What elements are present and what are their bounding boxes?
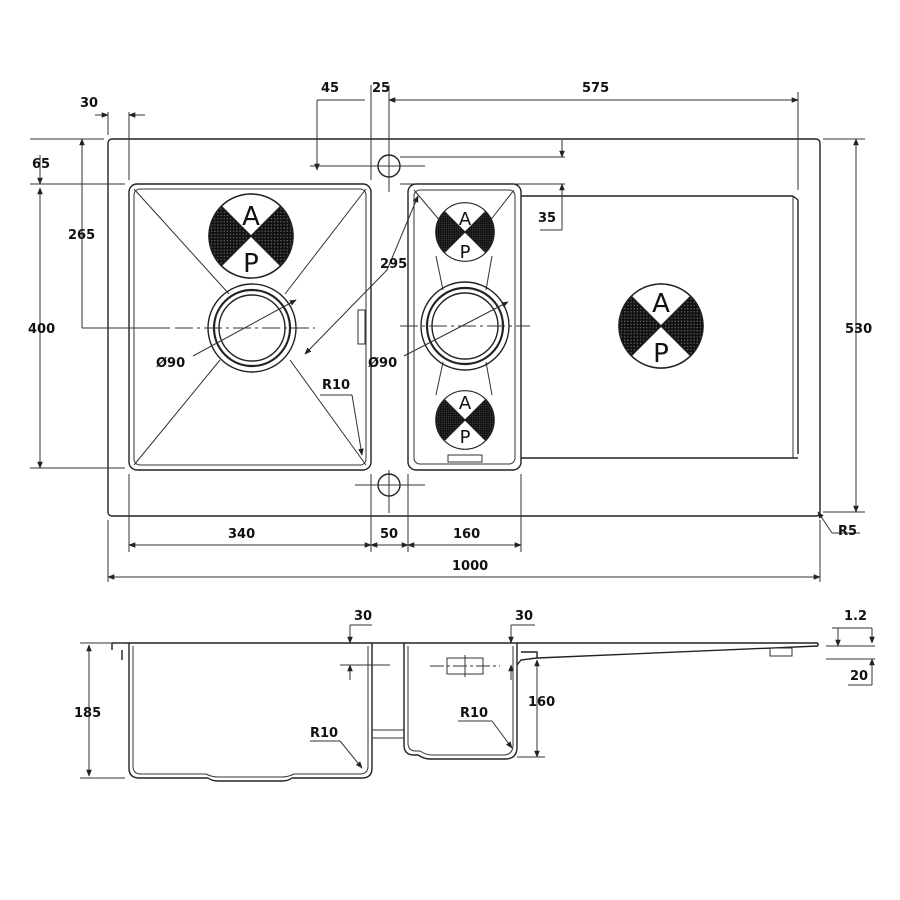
svg-text:65: 65 [32, 157, 50, 172]
dimension-1000: 1000 [107, 520, 821, 582]
svg-text:R5: R5 [838, 524, 857, 539]
main-bowl-logo: A P [208, 193, 294, 279]
svg-text:P: P [653, 339, 669, 369]
dimension-30-section-b: 30 [508, 609, 535, 680]
svg-text:P: P [460, 427, 471, 448]
dimension-295: 295 [304, 195, 419, 355]
main-overflow-slot [357, 309, 366, 345]
dimension-400: 400 [28, 187, 125, 469]
svg-text:Ø90: Ø90 [156, 356, 185, 371]
svg-text:30: 30 [515, 609, 533, 624]
svg-text:Ø90: Ø90 [368, 356, 397, 371]
section-small-bowl [403, 643, 538, 760]
svg-text:400: 400 [28, 322, 55, 337]
dimension-65: 65 [30, 138, 125, 185]
small-bowl: A P A P [400, 183, 530, 471]
dimension-160-section: 160 [517, 659, 555, 758]
dimension-dia90-right: Ø90 [368, 301, 509, 371]
svg-text:575: 575 [582, 81, 609, 96]
dimension-30-section-a: 30 [340, 609, 390, 680]
dimension-575: 575 [395, 81, 799, 190]
svg-text:160: 160 [528, 695, 555, 710]
svg-text:185: 185 [74, 706, 101, 721]
main-bowl: A P [128, 183, 372, 471]
svg-text:50: 50 [380, 527, 398, 542]
logo-letter-a: A [242, 202, 260, 232]
dimension-160-top: 160 [407, 474, 522, 552]
dimension-25: 25 [370, 81, 396, 180]
svg-text:30: 30 [354, 609, 372, 624]
svg-text:R10: R10 [322, 378, 350, 393]
small-bowl-logo-bottom: A P [435, 390, 495, 450]
small-overflow-slot [447, 454, 483, 463]
dimension-r5: R5 [817, 511, 860, 539]
svg-text:1000: 1000 [452, 559, 488, 574]
svg-text:A: A [652, 289, 670, 319]
dimension-r10-section-a: R10 [310, 726, 363, 769]
svg-text:P: P [460, 242, 471, 263]
svg-text:R10: R10 [310, 726, 338, 741]
svg-text:20: 20 [850, 669, 868, 684]
dimension-r10-top: R10 [320, 378, 364, 456]
svg-text:A: A [459, 393, 472, 414]
dimension-dia90-left: Ø90 [156, 299, 297, 371]
section-view: 30 30 1.2 20 185 [74, 609, 875, 782]
svg-text:295: 295 [380, 257, 407, 272]
drainer-logo: A P [618, 283, 704, 369]
svg-text:45: 45 [321, 81, 339, 96]
dimension-50: 50 [370, 474, 409, 552]
dimension-530: 530 [823, 138, 872, 513]
svg-text:R10: R10 [460, 706, 488, 721]
logo-letter-p: P [243, 249, 259, 279]
section-main-bowl [121, 643, 404, 782]
dimension-20: 20 [826, 658, 875, 686]
dimension-340: 340 [128, 474, 372, 552]
dimension-265: 265 [68, 138, 170, 329]
dimension-r10-section-b: R10 [458, 706, 513, 749]
section-drainer-clip [769, 647, 793, 657]
svg-text:35: 35 [538, 211, 556, 226]
dimension-45: 45 [310, 81, 383, 171]
svg-text:25: 25 [372, 81, 390, 96]
dimension-35: 35 [400, 140, 565, 231]
svg-text:265: 265 [68, 228, 95, 243]
dimension-1-2: 1.2 [826, 609, 875, 647]
svg-text:530: 530 [845, 322, 872, 337]
svg-text:30: 30 [80, 96, 98, 111]
svg-text:160: 160 [453, 527, 480, 542]
dimension-185: 185 [74, 642, 125, 779]
small-bowl-logo-top: A P [435, 202, 495, 263]
svg-text:1.2: 1.2 [844, 609, 867, 624]
tap-hole-bottom [355, 470, 425, 513]
drainer-board: A P [521, 195, 799, 459]
dimension-30-top: 30 [80, 96, 145, 180]
plan-view: A P [28, 81, 872, 582]
svg-text:A: A [459, 209, 472, 230]
svg-text:340: 340 [228, 527, 255, 542]
